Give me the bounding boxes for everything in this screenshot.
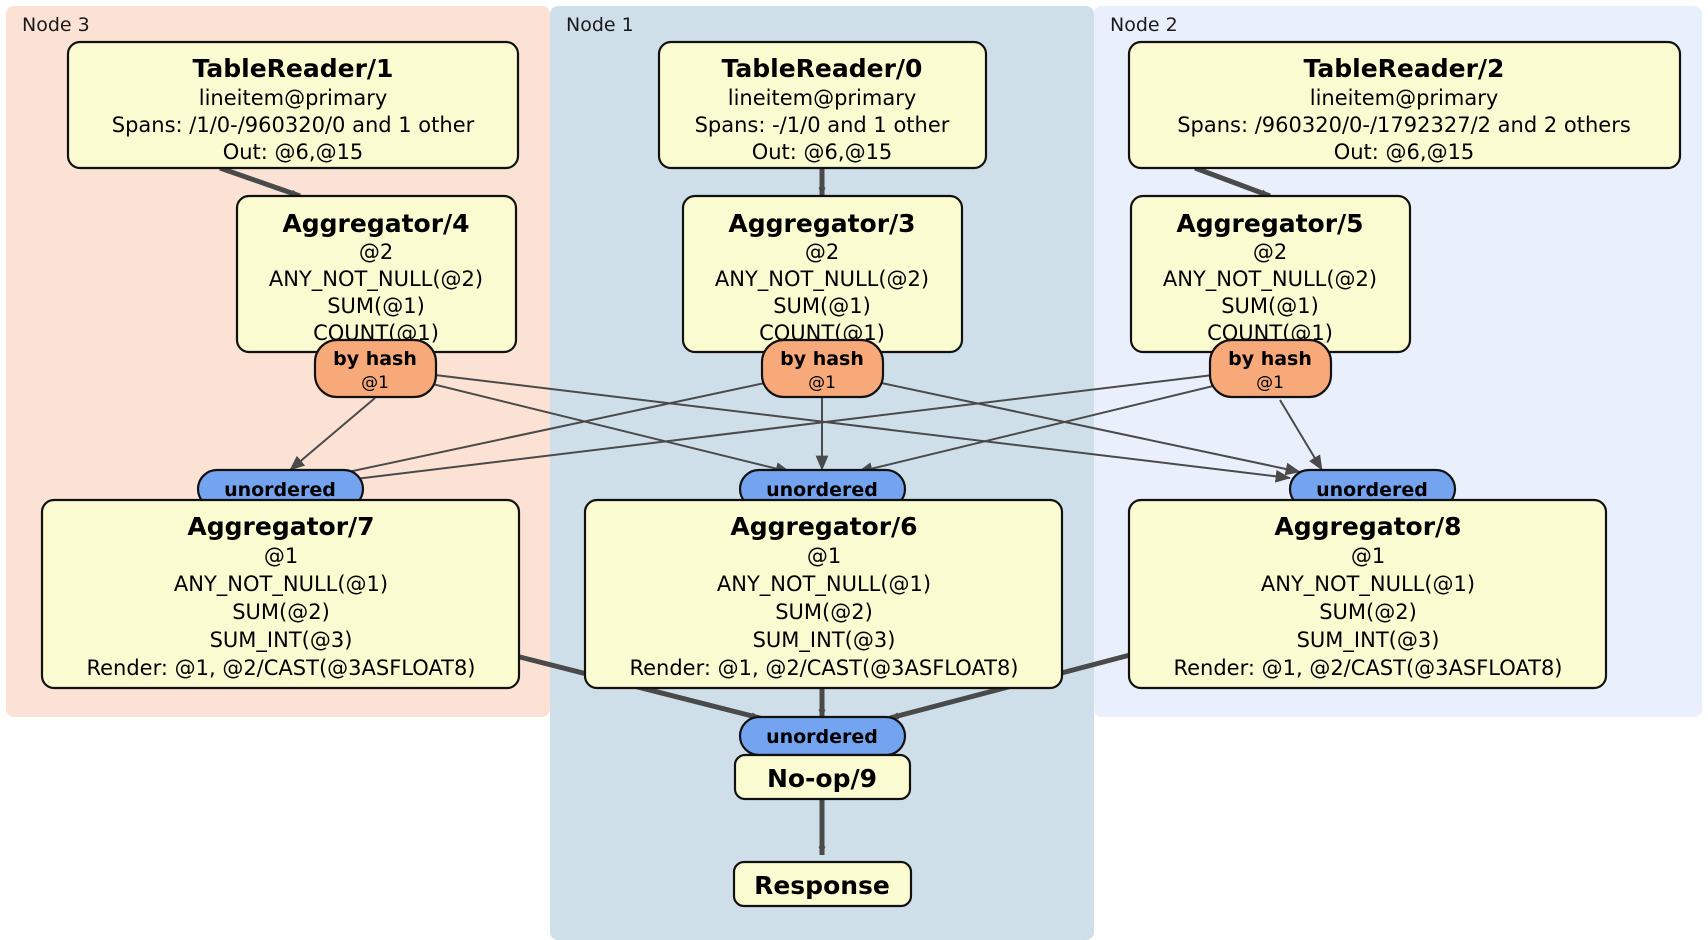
tablereader-2-spans: Spans: /960320/0-/1792327/2 and 2 others — [1177, 113, 1631, 137]
unordered-left-label: unordered — [224, 479, 336, 501]
edge-hashM-unordR — [857, 377, 1301, 476]
edges-hash-to-unordered — [289, 371, 1323, 488]
response-box[interactable]: Response — [732, 860, 913, 908]
aggregator-7-title: Aggregator/7 — [187, 512, 374, 541]
aggregator-6-fn3: SUM_INT(@3) — [753, 628, 896, 653]
edge-hashM-unordL — [319, 377, 789, 482]
by-hash-middle-label: by hash — [780, 348, 864, 370]
aggregator-5-title: Aggregator/5 — [1176, 209, 1363, 238]
by-hash-middle-column: @1 — [808, 373, 836, 393]
edge-hashL-unordR — [409, 371, 1291, 483]
tablereader-2-out: Out: @6,@15 — [1334, 140, 1475, 164]
aggregator-6-group: @1 — [807, 544, 841, 568]
edge-hashL-unordM — [407, 377, 791, 475]
unordered-final-label: unordered — [766, 726, 878, 748]
aggregator-8-fn3: SUM_INT(@3) — [1297, 628, 1440, 653]
tablereader-1-box[interactable]: TableReader/1 lineitem@primary Spans: /1… — [66, 40, 520, 170]
response-title: Response — [754, 871, 890, 900]
edge-reader1-agg4 — [219, 165, 301, 199]
aggregator-4-title: Aggregator/4 — [282, 209, 469, 238]
edge-hashL-unordL — [289, 397, 376, 471]
unordered-sync-right[interactable]: unordered — [1288, 468, 1457, 510]
tablereader-1-table: lineitem@primary — [199, 86, 388, 110]
aggregator-3-title: Aggregator/3 — [728, 209, 915, 238]
aggregator-5-fn1: ANY_NOT_NULL(@2) — [1163, 267, 1377, 292]
aggregator-3-box[interactable]: Aggregator/3 @2 ANY_NOT_NULL(@2) SUM(@1)… — [681, 194, 964, 354]
aggregator-6-render: Render: @1, @2/CAST(@3ASFLOAT8) — [629, 656, 1018, 680]
by-hash-right-label: by hash — [1228, 348, 1312, 370]
aggregator-7-fn2: SUM(@2) — [232, 600, 330, 624]
region-label-node1: Node 1 — [566, 14, 634, 36]
no-op-9-title: No-op/9 — [767, 764, 877, 793]
aggregator-5-group: @2 — [1253, 240, 1287, 264]
aggregator-7-group: @1 — [264, 544, 298, 568]
edge-reader2-agg5 — [1194, 165, 1271, 199]
aggregator-7-fn3: SUM_INT(@3) — [210, 628, 353, 653]
aggregator-8-fn2: SUM(@2) — [1319, 600, 1417, 624]
tablereader-2-title: TableReader/2 — [1304, 54, 1505, 83]
tablereader-1-out: Out: @6,@15 — [223, 140, 364, 164]
unordered-right-label: unordered — [1316, 479, 1428, 501]
tablereader-0-box[interactable]: TableReader/0 lineitem@primary Spans: -/… — [657, 40, 988, 170]
edges-reader-to-aggregator — [219, 165, 1271, 199]
no-op-9-box[interactable]: No-op/9 — [733, 753, 912, 801]
tablereader-0-out: Out: @6,@15 — [752, 140, 893, 164]
by-hash-left-column: @1 — [361, 373, 389, 393]
by-hash-left-label: by hash — [333, 348, 417, 370]
aggregator-8-render: Render: @1, @2/CAST(@3ASFLOAT8) — [1173, 656, 1562, 680]
edge-hashR-unordM — [857, 379, 1239, 475]
aggregator-8-box[interactable]: Aggregator/8 @1 ANY_NOT_NULL(@1) SUM(@2)… — [1127, 498, 1608, 690]
aggregator-6-fn1: ANY_NOT_NULL(@1) — [717, 572, 931, 597]
aggregator-4-fn1: ANY_NOT_NULL(@2) — [269, 267, 483, 292]
unordered-middle-label: unordered — [766, 479, 878, 501]
by-hash-router-left[interactable]: by hash @1 — [313, 338, 438, 399]
edge-hashR-unordL — [321, 371, 1239, 488]
aggregator-4-fn2: SUM(@1) — [327, 294, 425, 318]
aggregator-6-fn2: SUM(@2) — [775, 600, 873, 624]
by-hash-router-middle[interactable]: by hash @1 — [760, 338, 885, 399]
aggregator-7-fn1: ANY_NOT_NULL(@1) — [174, 572, 388, 597]
aggregator-6-box[interactable]: Aggregator/6 @1 ANY_NOT_NULL(@1) SUM(@2)… — [583, 498, 1064, 690]
tablereader-1-title: TableReader/1 — [193, 54, 394, 83]
aggregator-8-group: @1 — [1351, 544, 1385, 568]
tablereader-0-table: lineitem@primary — [728, 86, 917, 110]
aggregator-5-fn2: SUM(@1) — [1221, 294, 1319, 318]
edge-hashR-unordR — [1279, 399, 1323, 471]
tablereader-0-spans: Spans: -/1/0 and 1 other — [695, 113, 950, 137]
aggregator-8-fn1: ANY_NOT_NULL(@1) — [1261, 572, 1475, 597]
tablereader-0-title: TableReader/0 — [722, 54, 923, 83]
unordered-sync-final[interactable]: unordered — [738, 715, 907, 757]
tablereader-1-spans: Spans: /1/0-/960320/0 and 1 other — [112, 113, 475, 137]
region-label-node2: Node 2 — [1110, 14, 1178, 36]
aggregator-3-group: @2 — [805, 240, 839, 264]
tablereader-2-box[interactable]: TableReader/2 lineitem@primary Spans: /9… — [1127, 40, 1682, 170]
aggregator-4-box[interactable]: Aggregator/4 @2 ANY_NOT_NULL(@2) SUM(@1)… — [235, 194, 518, 354]
aggregator-8-title: Aggregator/8 — [1274, 512, 1461, 541]
by-hash-router-right[interactable]: by hash @1 — [1208, 338, 1333, 399]
tablereader-2-table: lineitem@primary — [1310, 86, 1499, 110]
aggregator-3-fn1: ANY_NOT_NULL(@2) — [715, 267, 929, 292]
by-hash-right-column: @1 — [1256, 373, 1284, 393]
aggregator-7-box[interactable]: Aggregator/7 @1 ANY_NOT_NULL(@1) SUM(@2)… — [40, 498, 521, 690]
aggregator-7-render: Render: @1, @2/CAST(@3ASFLOAT8) — [86, 656, 475, 680]
aggregator-3-fn2: SUM(@1) — [773, 294, 871, 318]
aggregator-4-group: @2 — [359, 240, 393, 264]
region-label-node3: Node 3 — [22, 14, 90, 36]
aggregator-5-box[interactable]: Aggregator/5 @2 ANY_NOT_NULL(@2) SUM(@1)… — [1129, 194, 1412, 354]
unordered-sync-middle[interactable]: unordered — [738, 468, 907, 510]
aggregator-6-title: Aggregator/6 — [730, 512, 917, 541]
